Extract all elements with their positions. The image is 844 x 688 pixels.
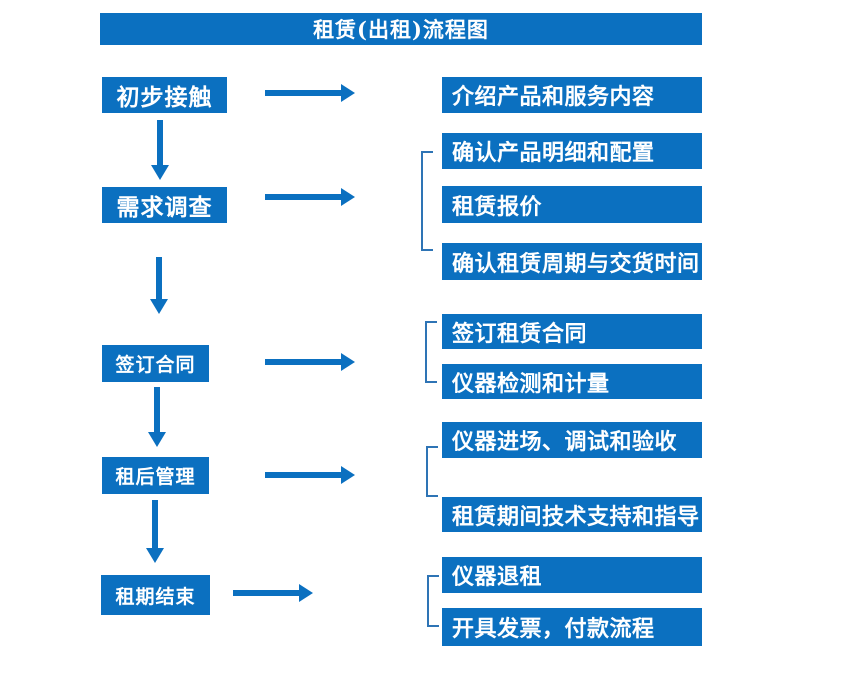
detail-box-technical-support: 租赁期间技术支持和指导 <box>442 497 702 532</box>
arrow-right-5 <box>233 584 313 602</box>
flowchart-title: 租赁(出租)流程图 <box>100 13 702 45</box>
detail-box-rental-quotation: 租赁报价 <box>442 186 702 223</box>
arrow-head-icon <box>341 466 355 484</box>
step-box-initial-contact: 初步接触 <box>102 77 227 113</box>
detail-box-introduce-products: 介绍产品和服务内容 <box>442 77 702 113</box>
detail-box-sign-rental-contract: 签订租赁合同 <box>442 314 702 349</box>
arrow-head-icon <box>341 188 355 206</box>
arrow-head-icon <box>341 353 355 371</box>
arrow-head-icon <box>146 548 164 563</box>
arrow-shaft <box>154 387 160 433</box>
arrow-shaft <box>233 590 300 596</box>
arrow-shaft <box>265 472 342 478</box>
bracket-group-demand-survey <box>421 151 433 251</box>
arrow-right-3 <box>265 353 355 371</box>
arrow-down-2 <box>150 257 168 314</box>
arrow-right-4 <box>265 466 355 484</box>
bracket-group-sign-contract <box>425 321 437 383</box>
arrow-right-2 <box>265 188 355 206</box>
detail-box-confirm-product-config: 确认产品明细和配置 <box>442 133 702 169</box>
arrow-down-4 <box>146 500 164 563</box>
detail-box-confirm-period-delivery: 确认租赁周期与交货时间 <box>442 243 702 280</box>
arrow-down-3 <box>148 387 166 447</box>
detail-box-invoice-payment: 开具发票，付款流程 <box>442 608 702 646</box>
bracket-group-post-rental <box>426 446 438 497</box>
detail-box-instrument-testing: 仪器检测和计量 <box>442 364 702 399</box>
arrow-shaft <box>265 194 342 200</box>
arrow-head-icon <box>148 432 166 447</box>
arrow-head-icon <box>341 84 355 102</box>
arrow-head-icon <box>299 584 313 602</box>
arrow-shaft <box>265 90 342 96</box>
arrow-head-icon <box>150 299 168 314</box>
arrow-shaft <box>265 359 342 365</box>
step-box-rental-end: 租期结束 <box>101 575 210 615</box>
arrow-shaft <box>157 120 163 166</box>
arrow-head-icon <box>151 165 169 180</box>
detail-box-instrument-return: 仪器退租 <box>442 557 702 593</box>
arrow-shaft <box>152 500 158 549</box>
bracket-group-rental-end <box>427 575 439 627</box>
step-box-demand-survey: 需求调查 <box>102 187 227 223</box>
step-box-post-rental-management: 租后管理 <box>102 457 209 494</box>
arrow-right-1 <box>265 84 355 102</box>
arrow-shaft <box>156 257 162 300</box>
step-box-sign-contract: 签订合同 <box>102 345 209 382</box>
arrow-down-1 <box>151 120 169 180</box>
detail-box-instrument-setup-acceptance: 仪器进场、调试和验收 <box>442 422 702 458</box>
